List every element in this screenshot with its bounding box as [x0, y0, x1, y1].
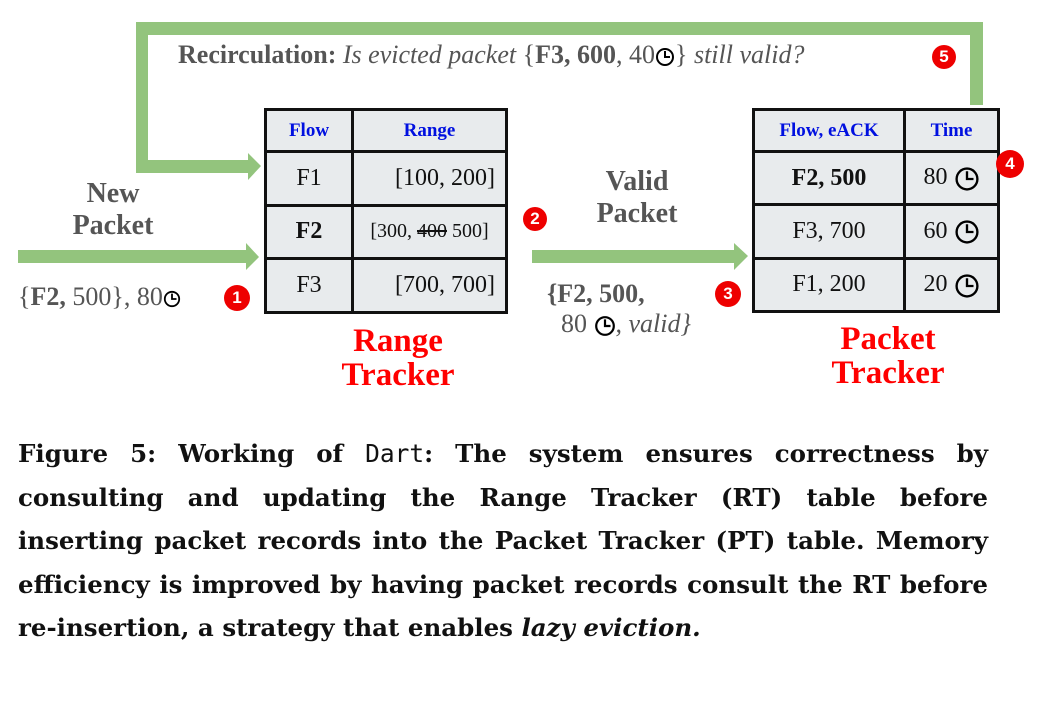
table-row: F3 [700, 700]	[264, 257, 508, 314]
cell-flow: F3	[264, 257, 354, 314]
valid-flag: , valid}	[615, 309, 691, 338]
system-name: Dart	[365, 439, 425, 468]
range-tracker-table: Flow Range F1 [100, 200] F2 [300, 400 50…	[264, 108, 508, 314]
caption-text: : The system ensures correctness by cons…	[18, 439, 988, 642]
cell-time: 80	[903, 149, 1000, 207]
figure-label: Figure 5: Working of	[18, 439, 366, 468]
figure-caption: Figure 5: Working of Dart: The system en…	[18, 432, 988, 650]
label-line: Valid	[605, 166, 669, 197]
title-line: Packet	[840, 321, 936, 357]
clock-icon	[954, 220, 979, 244]
clock-icon	[954, 167, 979, 191]
arrows	[18, 22, 983, 270]
packet-tracker-title: Packet Tracker	[790, 322, 986, 390]
recirculation-question-suffix: still valid?	[693, 40, 805, 69]
cell-flow-eack: F1, 200	[752, 256, 906, 314]
cell-flow-eack: F3, 700	[752, 203, 906, 260]
title-line: Tracker	[341, 357, 455, 393]
valid-packet-arrow	[532, 243, 748, 270]
brace: }	[674, 40, 688, 69]
header-flow-eack: Flow, eACK	[752, 108, 906, 153]
header-flow: Flow	[264, 108, 354, 153]
new-packet-tuple: {F2, 500}, 80	[18, 282, 181, 312]
time-value: 80	[923, 164, 948, 191]
cell-flow-eack: F2, 500	[752, 149, 906, 207]
valid-packet-label: Valid Packet	[577, 166, 697, 230]
time: , 80	[123, 282, 163, 311]
range-tracker-title: Range Tracker	[300, 324, 496, 392]
label-line: Packet	[596, 198, 678, 229]
cell-time: 60	[903, 203, 1000, 260]
step-badge-5: 5	[932, 45, 956, 69]
packet-tracker-table: Flow, eACK Time F2, 500 80 F3, 700 60 F1…	[752, 108, 1000, 314]
table-header-row: Flow Range	[264, 108, 508, 153]
time: 80	[561, 309, 587, 338]
recirculation-arrow	[136, 22, 983, 180]
header-range: Range	[351, 108, 508, 153]
brace: {	[18, 282, 31, 311]
clock-icon	[163, 290, 180, 308]
clock-icon	[594, 316, 615, 336]
evicted-time: 40	[628, 40, 655, 69]
title-line: Range	[353, 323, 443, 359]
range-start: [300,	[370, 220, 417, 243]
flow: F2,	[30, 282, 66, 311]
cell-flow: F2	[264, 203, 354, 261]
valid-packet-tuple: {F2, 500, 80 , valid}	[547, 279, 691, 339]
step-badge-3: 3	[715, 281, 741, 307]
evicted-flow-ack: F3, 600	[535, 40, 616, 69]
table-row: F2, 500 80	[752, 149, 1000, 207]
step-badge-1: 1	[224, 285, 250, 311]
table-row: F2 [300, 400 500]	[264, 203, 508, 261]
cell-time: 20	[903, 256, 1000, 314]
caption-emphasis: lazy eviction.	[521, 613, 701, 642]
label-line: Packet	[72, 210, 154, 241]
cell-range: [700, 700]	[351, 257, 508, 314]
table-row: F1, 200 20	[752, 256, 1000, 314]
table-row: F1 [100, 200]	[264, 150, 508, 207]
header-time: Time	[903, 108, 1000, 153]
new-packet-label: New Packet	[55, 178, 171, 242]
cell-range: [300, 400 500]	[351, 203, 508, 261]
cell-flow: F1	[264, 150, 354, 207]
brace: {	[522, 40, 536, 69]
range-new-end: 500]	[447, 220, 489, 243]
recirculation-text: Recirculation: Is evicted packet {F3, 60…	[178, 40, 804, 70]
time-value: 60	[923, 217, 948, 244]
ack: 500}	[65, 282, 124, 311]
tuple-line1: {F2, 500,	[547, 279, 645, 308]
title-line: Tracker	[831, 355, 945, 391]
step-badge-4: 4	[996, 150, 1024, 178]
sep: ,	[615, 40, 623, 69]
recirculation-label: Recirculation:	[178, 40, 337, 69]
recirculation-question: Is evicted packet	[342, 40, 517, 69]
clock-icon	[655, 48, 674, 67]
cell-range: [100, 200]	[351, 150, 508, 207]
clock-icon	[954, 273, 979, 298]
time-value: 20	[923, 271, 948, 298]
table-header-row: Flow, eACK Time	[752, 108, 1000, 153]
step-badge-2: 2	[523, 207, 547, 231]
range-old-end: 400	[417, 220, 447, 243]
table-row: F3, 700 60	[752, 203, 1000, 260]
new-packet-arrow	[18, 243, 259, 270]
label-line: New	[86, 178, 140, 209]
